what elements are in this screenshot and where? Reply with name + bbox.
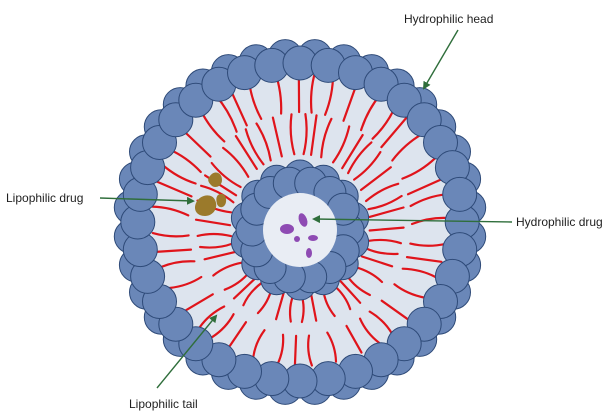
label-hydrophilic-head: Hydrophilic head: [404, 12, 493, 26]
lipid-tail: [295, 336, 296, 366]
lipophilic-drug-blob: [216, 194, 226, 207]
hydrophilic-head: [443, 177, 477, 211]
label-lipophilic-tail: Lipophilic tail: [129, 397, 198, 411]
arrow-hydrophilic-head: [424, 30, 458, 88]
label-lipophilic-drug: Lipophilic drug: [6, 191, 83, 205]
label-hydrophilic-drug: Hydrophilic drug: [516, 215, 603, 229]
hydrophilic-drug-blob: [280, 224, 294, 234]
hydrophilic-drug-blob: [294, 236, 300, 242]
aqueous-core-center: [263, 193, 337, 267]
hydrophilic-drug-blob: [308, 235, 318, 241]
hydrophilic-drug-blob: [306, 248, 312, 258]
